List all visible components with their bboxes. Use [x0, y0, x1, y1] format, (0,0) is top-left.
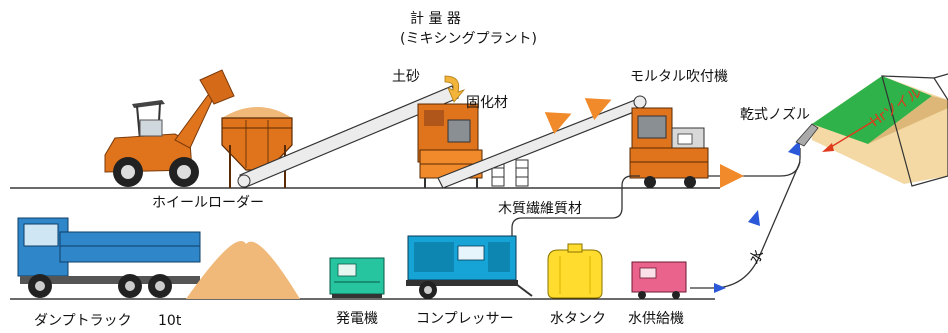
water-supply-graphic: [631, 261, 687, 299]
dump-truck-graphic: [17, 217, 201, 298]
label-generator: 発電機: [336, 311, 378, 327]
label-mortar-sprayer: モルタル吹付機: [630, 69, 728, 85]
label-soil: 土砂: [392, 69, 420, 85]
compressor-graphic: [406, 235, 533, 299]
label-dump-truck-size: 10t: [158, 313, 182, 329]
label-dry-nozzle: 乾式ノズル: [740, 107, 810, 123]
label-wheel-loader: ホイールローダー: [152, 195, 264, 211]
sand-pile: [186, 241, 300, 299]
water-flow-arrow: [714, 283, 726, 293]
label-wood-fiber: 木質繊維質材: [498, 201, 582, 217]
wheel-loader-graphic: [104, 69, 235, 187]
soil-feed-arrow: [444, 75, 466, 103]
slope-graphic: [795, 73, 948, 187]
generator-graphic: [329, 257, 385, 298]
label-solidifier: 固化材: [466, 95, 508, 111]
flow-arrow: [544, 112, 572, 135]
water-tank-graphic: [547, 243, 603, 299]
conveyor-1: [237, 85, 459, 188]
plant-subtitle: (ミキシングプラント): [400, 31, 537, 47]
hopper-graphic: [221, 107, 293, 188]
water-flow-arrow: [788, 140, 800, 156]
label-dump-truck: ダンプトラック: [34, 313, 132, 329]
label-water-supply: 水供給機: [628, 311, 684, 327]
mortar-sprayer-graphic: [629, 107, 709, 188]
flow-arrow: [584, 98, 612, 121]
plant-title: 計 量 器: [410, 11, 461, 27]
wood-fiber-hose: [511, 175, 640, 262]
label-compressor: コンプレッサー: [416, 311, 514, 327]
spray-hose: [708, 148, 801, 177]
label-water-tank: 水タンク: [550, 311, 606, 327]
water-hose: [690, 161, 801, 289]
water-flow-arrow: [748, 210, 760, 226]
